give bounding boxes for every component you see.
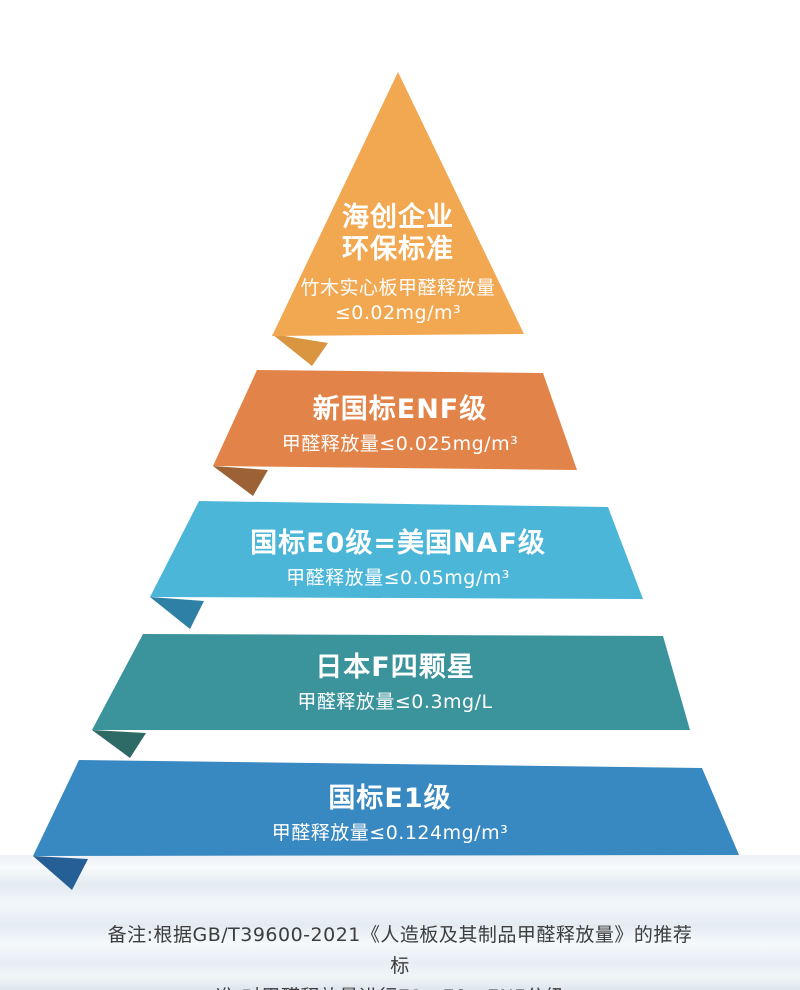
tier-5-label: 国标E1级 甲醛释放量≤0.124mg/m³ (195, 783, 585, 846)
footnote-line2: 准,对甲醛释放量进行E1、E0、ENF分级。 (100, 982, 700, 990)
tier-3-sub: 甲醛释放量≤0.05mg/m³ (286, 567, 510, 589)
tier-2-sub: 甲醛释放量≤0.025mg/m³ (281, 433, 519, 455)
tier-2-label: 新国标ENF级 甲醛释放量≤0.025mg/m³ (240, 394, 560, 457)
tier-3-fold (150, 597, 204, 629)
tier-2-title: 新国标ENF级 (312, 394, 488, 425)
tier-3-title: 国标E0级=美国NAF级 (250, 528, 546, 559)
tier-1-title-line1: 海创企业 (342, 202, 454, 233)
tier-2-fold (213, 466, 268, 496)
tier-5-shape (33, 760, 739, 856)
background-water-bands (0, 855, 800, 990)
tier-5-title: 国标E1级 (328, 783, 452, 814)
tier-1-sub-line2: ≤0.02mg/m³ (334, 302, 462, 324)
tier-4-sub: 甲醛释放量≤0.3mg/L (297, 691, 493, 713)
footnote-line1: 备注:根据GB/T39600-2021《人造板及其制品甲醛释放量》的推荐标 (107, 924, 693, 977)
tier-5-sub: 甲醛释放量≤0.124mg/m³ (271, 822, 509, 844)
tier-3-shape (150, 501, 643, 599)
footnote: 备注:根据GB/T39600-2021《人造板及其制品甲醛释放量》的推荐标 准,… (100, 920, 700, 990)
tier-4-shape (92, 634, 690, 730)
tier-1-sub-line1: 竹木实心板甲醛释放量 (300, 277, 496, 299)
tier-3-label: 国标E0级=美国NAF级 甲醛释放量≤0.05mg/m³ (203, 528, 593, 591)
tier-1-label: 海创企业 环保标准 竹木实心板甲醛释放量 ≤0.02mg/m³ (248, 202, 548, 326)
tier-4-label: 日本F四颗星 甲醛释放量≤0.3mg/L (200, 652, 590, 715)
tier-1-title-line2: 环保标准 (342, 234, 454, 265)
tier-2-shape (213, 370, 577, 470)
tier-4-title: 日本F四颗星 (315, 652, 475, 683)
tier-1-fold (272, 334, 328, 366)
tier-4-fold (92, 730, 146, 758)
tier-5-fold (33, 856, 88, 890)
tier-1-shape (272, 72, 524, 336)
